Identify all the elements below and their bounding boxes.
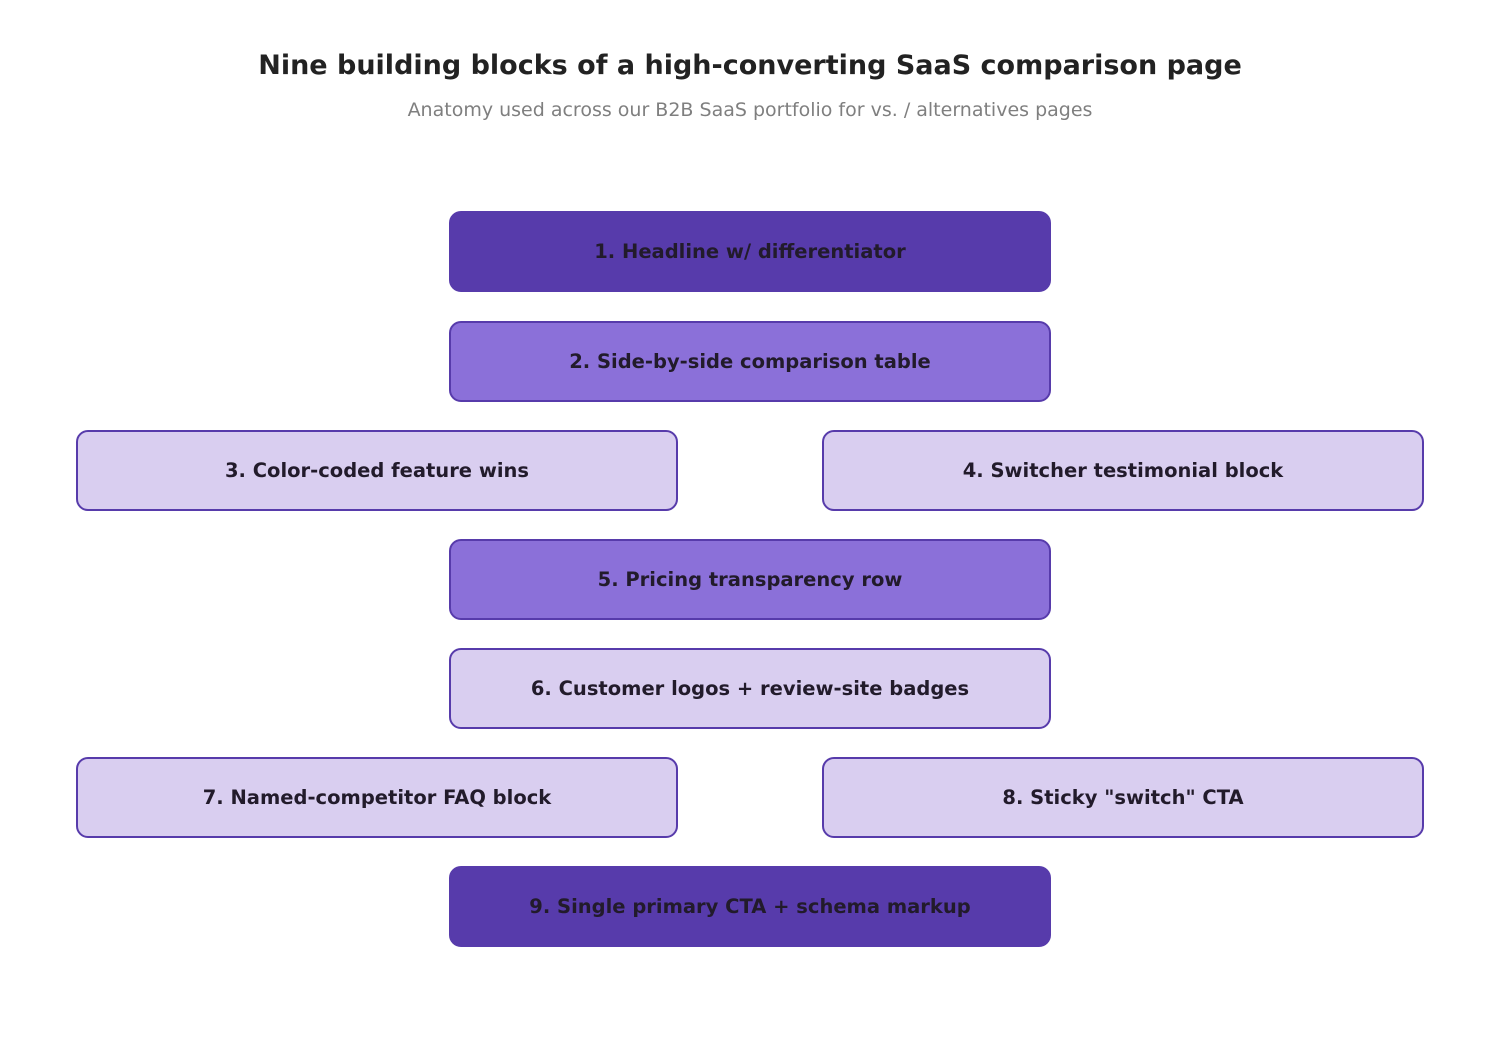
block-label: 8. Sticky "switch" CTA <box>1002 786 1244 809</box>
block-label: 2. Side-by-side comparison table <box>569 350 931 373</box>
block-feature-wins: 3. Color-coded feature wins <box>76 430 678 511</box>
diagram-subtitle: Anatomy used across our B2B SaaS portfol… <box>407 99 1093 121</box>
block-label: 5. Pricing transparency row <box>597 568 903 591</box>
block-comparison-table: 2. Side-by-side comparison table <box>449 321 1051 402</box>
block-label: 9. Single primary CTA + schema markup <box>529 895 971 918</box>
block-label: 4. Switcher testimonial block <box>962 459 1284 482</box>
block-competitor-faq: 7. Named-competitor FAQ block <box>76 757 678 838</box>
block-primary-cta: 9. Single primary CTA + schema markup <box>449 866 1051 947</box>
block-pricing-transparency: 5. Pricing transparency row <box>449 539 1051 620</box>
block-label: 1. Headline w/ differentiator <box>594 240 906 263</box>
block-label: 3. Color-coded feature wins <box>224 459 530 482</box>
diagram-title: Nine building blocks of a high-convertin… <box>258 50 1242 81</box>
block-label: 7. Named-competitor FAQ block <box>202 786 552 809</box>
block-sticky-cta: 8. Sticky "switch" CTA <box>822 757 1424 838</box>
block-headline: 1. Headline w/ differentiator <box>449 211 1051 292</box>
block-switcher-testimonial: 4. Switcher testimonial block <box>822 430 1424 511</box>
block-label: 6. Customer logos + review-site badges <box>530 677 970 700</box>
block-customer-logos: 6. Customer logos + review-site badges <box>449 648 1051 729</box>
